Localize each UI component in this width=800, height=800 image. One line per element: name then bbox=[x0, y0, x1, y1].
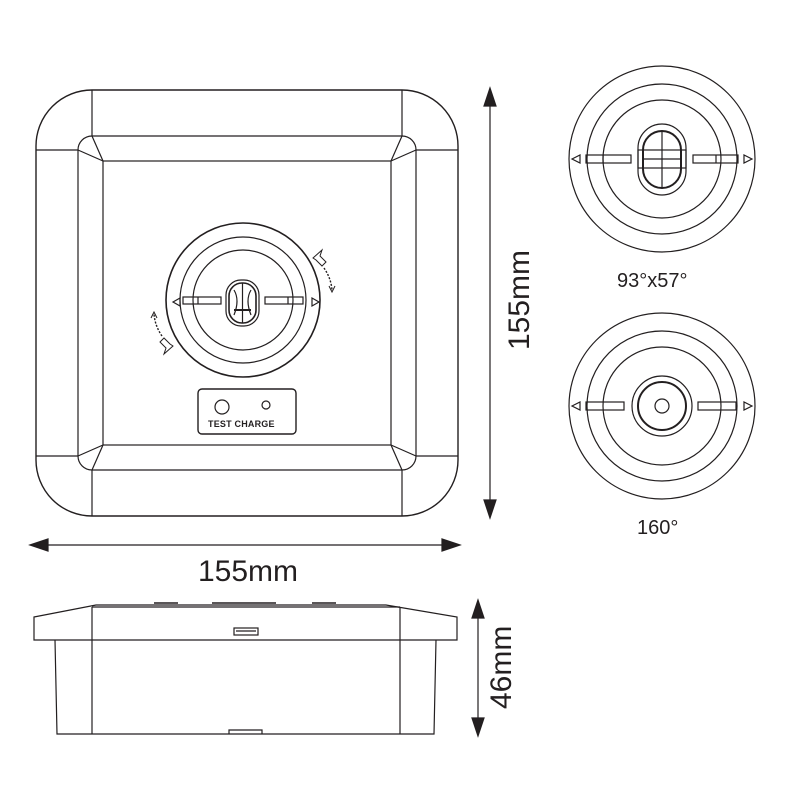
dimension-height bbox=[483, 86, 497, 520]
front-view bbox=[35, 89, 459, 517]
lens-dial bbox=[150, 222, 336, 378]
right-triangle-icon bbox=[743, 401, 754, 411]
left-triangle-icon bbox=[171, 296, 181, 308]
dimension-depth bbox=[471, 598, 485, 738]
test-charge-label: TEST CHARGE bbox=[208, 419, 275, 429]
test-button[interactable] bbox=[214, 399, 230, 415]
rotate-arrow-bottom-left-icon bbox=[150, 310, 174, 356]
left-triangle-icon bbox=[570, 154, 581, 164]
corridor-lens-angle-label: 93°x57° bbox=[617, 270, 688, 292]
height-dimension-label: 155mm bbox=[503, 249, 536, 350]
charge-indicator-led bbox=[261, 400, 271, 410]
right-triangle-icon bbox=[311, 296, 321, 308]
dimension-width bbox=[28, 538, 462, 552]
depth-dimension-label: 46mm bbox=[485, 625, 518, 709]
rotate-arrow-top-right-icon bbox=[312, 248, 336, 294]
right-triangle-icon bbox=[743, 154, 754, 164]
open-area-lens-angle-label: 160° bbox=[637, 517, 679, 539]
test-charge-panel bbox=[197, 388, 297, 435]
left-triangle-icon bbox=[570, 401, 581, 411]
lens-option-corridor bbox=[568, 65, 756, 253]
side-view bbox=[33, 602, 458, 735]
lens-option-open-area bbox=[568, 312, 756, 500]
width-dimension-label: 155mm bbox=[198, 555, 299, 588]
